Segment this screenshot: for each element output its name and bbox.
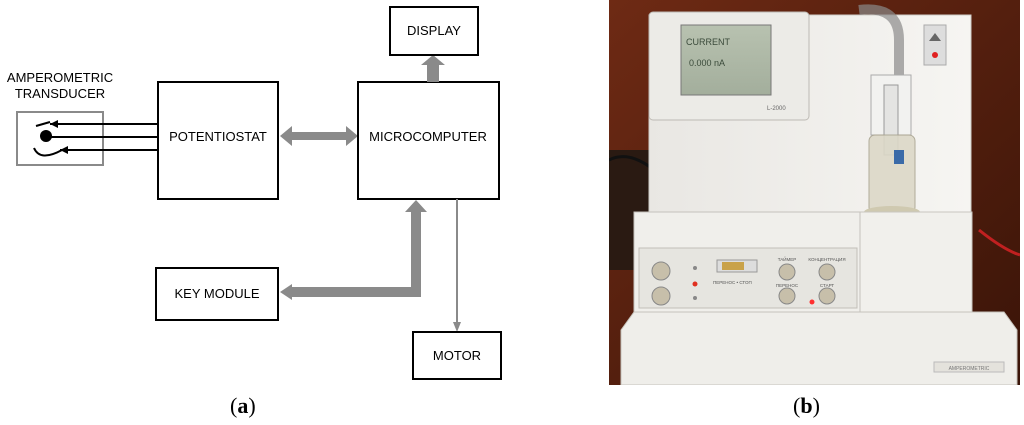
key-module-label: KEY MODULE: [174, 286, 259, 301]
btn-label-1: ТАЙМЕР: [778, 255, 797, 262]
lcd-line1: CURRENT: [686, 37, 731, 47]
microcomputer-label: MICROCOMPUTER: [369, 129, 487, 144]
arrow-micro-display: [421, 55, 445, 82]
transducer-label-line1: AMPEROMETRIC: [7, 70, 113, 85]
indicator-led: [932, 52, 938, 58]
console-label-left: ПЕРЕНОС • СТОП: [713, 280, 752, 285]
arrow-key-module-micro: [280, 200, 427, 300]
measuring-cell: [869, 135, 915, 213]
cell-stand: [859, 212, 972, 312]
potentiostat-label: POTENTIOSTAT: [169, 129, 267, 144]
caption-b: (b): [793, 393, 820, 419]
indicator-panel: [924, 25, 946, 65]
bus-arrow-potentiostat-micro: [280, 126, 358, 146]
btn-label-3: ПЕРЕНОС: [776, 283, 799, 288]
console-button-start[interactable]: [819, 288, 835, 304]
lcd-line2: 0.000 nA: [689, 58, 725, 68]
block-diagram: AMPEROMETRIC TRANSDUCER POTENTIOSTAT MIC…: [0, 0, 560, 400]
transducer-label-line2: TRANSDUCER: [15, 86, 105, 101]
console-button-down[interactable]: [652, 287, 670, 305]
transducer-box: [17, 112, 103, 165]
instrument-photo: CURRENT 0.000 nA L-2000 ПЕРЕНОС • СТОП Т…: [609, 0, 1020, 385]
btn-label-2: КОНЦЕНТРАЦИЯ: [808, 257, 845, 262]
console-button-up[interactable]: [652, 262, 670, 280]
console-button-concentration[interactable]: [819, 264, 835, 280]
console-button-timer[interactable]: [779, 264, 795, 280]
console-button-transfer[interactable]: [779, 288, 795, 304]
btn-label-4: СТАРТ: [820, 283, 835, 288]
electrode-arc: [34, 148, 62, 156]
motor-label: MOTOR: [433, 348, 481, 363]
display-label: DISPLAY: [407, 23, 461, 38]
base-plate-label: AMPEROMETRIC: [949, 366, 990, 372]
model-label: L-2000: [767, 106, 786, 112]
base-plate: [621, 312, 1017, 385]
caption-a: (a): [230, 393, 256, 419]
